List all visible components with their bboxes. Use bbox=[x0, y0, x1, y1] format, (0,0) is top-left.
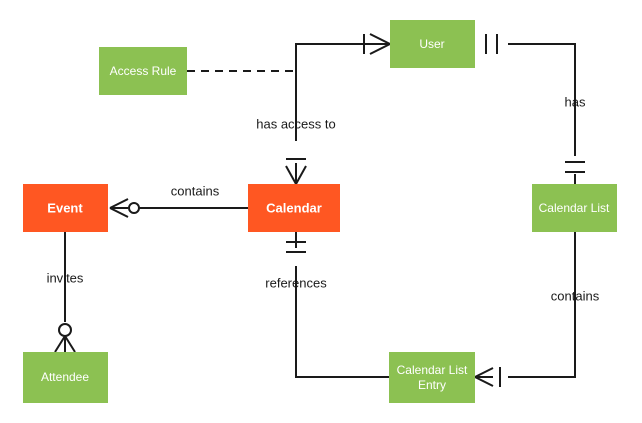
marker-event-right-circle bbox=[128, 202, 140, 214]
edge-contains-list-entry[interactable] bbox=[508, 232, 576, 378]
entities-group: Access Rule User Event Calendar Calendar… bbox=[23, 20, 617, 403]
entity-attendee[interactable] bbox=[23, 352, 108, 403]
rel-label-references: references bbox=[265, 275, 327, 290]
edge-has-access-to[interactable] bbox=[295, 43, 372, 141]
rel-label-has-access-to: has access to bbox=[256, 116, 336, 131]
entity-calendar-label: Calendar bbox=[266, 200, 322, 215]
entity-event[interactable] bbox=[23, 184, 108, 232]
entity-calendar-list-entry[interactable] bbox=[389, 352, 475, 403]
entity-attendee-label: Attendee bbox=[41, 370, 89, 384]
marker-user-left-crowsfoot bbox=[369, 33, 391, 55]
marker-calendar-top-crowsfoot bbox=[285, 165, 307, 185]
entity-calendar[interactable] bbox=[248, 184, 340, 232]
entity-calendar-list[interactable] bbox=[532, 184, 617, 232]
rel-label-contains-list-entry: contains bbox=[551, 288, 600, 303]
marker-cle-right-crowsfoot bbox=[474, 367, 494, 387]
marker-event-right-crowsfoot bbox=[109, 198, 129, 218]
edge-references-lower[interactable] bbox=[295, 266, 389, 378]
entity-access-rule-label: Access Rule bbox=[110, 64, 177, 78]
entity-user-label: User bbox=[419, 37, 444, 51]
marker-attendee-top-crowsfoot bbox=[54, 335, 76, 353]
edge-has-upper[interactable] bbox=[508, 43, 576, 156]
rel-label-invites: invites bbox=[47, 270, 84, 285]
entity-access-rule[interactable] bbox=[99, 47, 187, 95]
marker-attendee-top-circle bbox=[58, 323, 72, 337]
rel-label-contains-event-calendar: contains bbox=[171, 183, 220, 198]
entity-user[interactable] bbox=[390, 20, 475, 68]
entity-calendar-list-label: Calendar List bbox=[539, 201, 610, 215]
entity-calendar-list-entry-label-line2: Entry bbox=[418, 378, 446, 392]
edges-group bbox=[64, 43, 576, 378]
entity-calendar-list-entry-label-line1: Calendar List bbox=[397, 363, 468, 377]
relationship-labels-group: has access to contains invites reference… bbox=[47, 94, 600, 303]
entity-event-label: Event bbox=[47, 200, 83, 215]
markers-group bbox=[54, 33, 585, 387]
rel-label-has: has bbox=[565, 94, 586, 109]
